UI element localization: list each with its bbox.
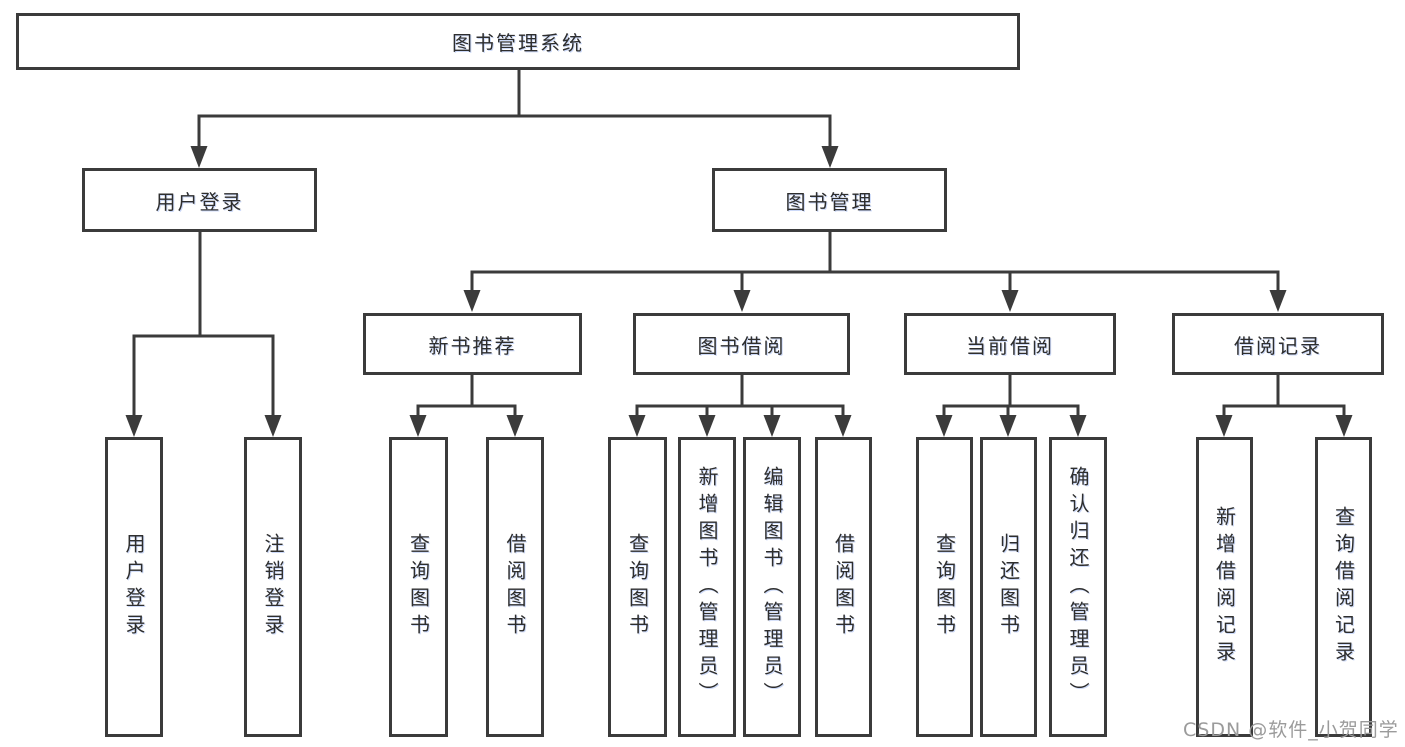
node-current-borrowing: 当前借阅	[904, 313, 1116, 375]
leaf-confirm-return-admin: 确认归还（管理员）	[1049, 437, 1107, 737]
leaf-user-login: 用户登录	[105, 437, 163, 737]
node-new-book-recommend: 新书推荐	[363, 313, 582, 375]
leaf-logout: 注销登录	[244, 437, 302, 737]
node-user-login: 用户登录	[82, 168, 317, 232]
leaf-query-books-3: 查询图书	[916, 437, 973, 737]
node-book-management: 图书管理	[712, 168, 947, 232]
node-book-borrowing: 图书借阅	[633, 313, 850, 375]
leaf-add-borrow-record: 新增借阅记录	[1196, 437, 1253, 737]
leaf-return-books: 归还图书	[980, 437, 1037, 737]
leaf-query-borrow-record: 查询借阅记录	[1315, 437, 1372, 737]
node-library-management-system: 图书管理系统	[16, 13, 1020, 70]
leaf-borrow-books: 借阅图书	[486, 437, 544, 737]
leaf-query-books: 查询图书	[389, 437, 448, 737]
leaf-borrow-books-2: 借阅图书	[815, 437, 872, 737]
leaf-edit-books-admin: 编辑图书（管理员）	[743, 437, 801, 737]
leaf-query-books-2: 查询图书	[608, 437, 667, 737]
node-borrow-records: 借阅记录	[1172, 313, 1384, 375]
leaf-add-books-admin: 新增图书（管理员）	[678, 437, 736, 737]
watermark: CSDN @软件_小贺同学	[1183, 719, 1399, 741]
